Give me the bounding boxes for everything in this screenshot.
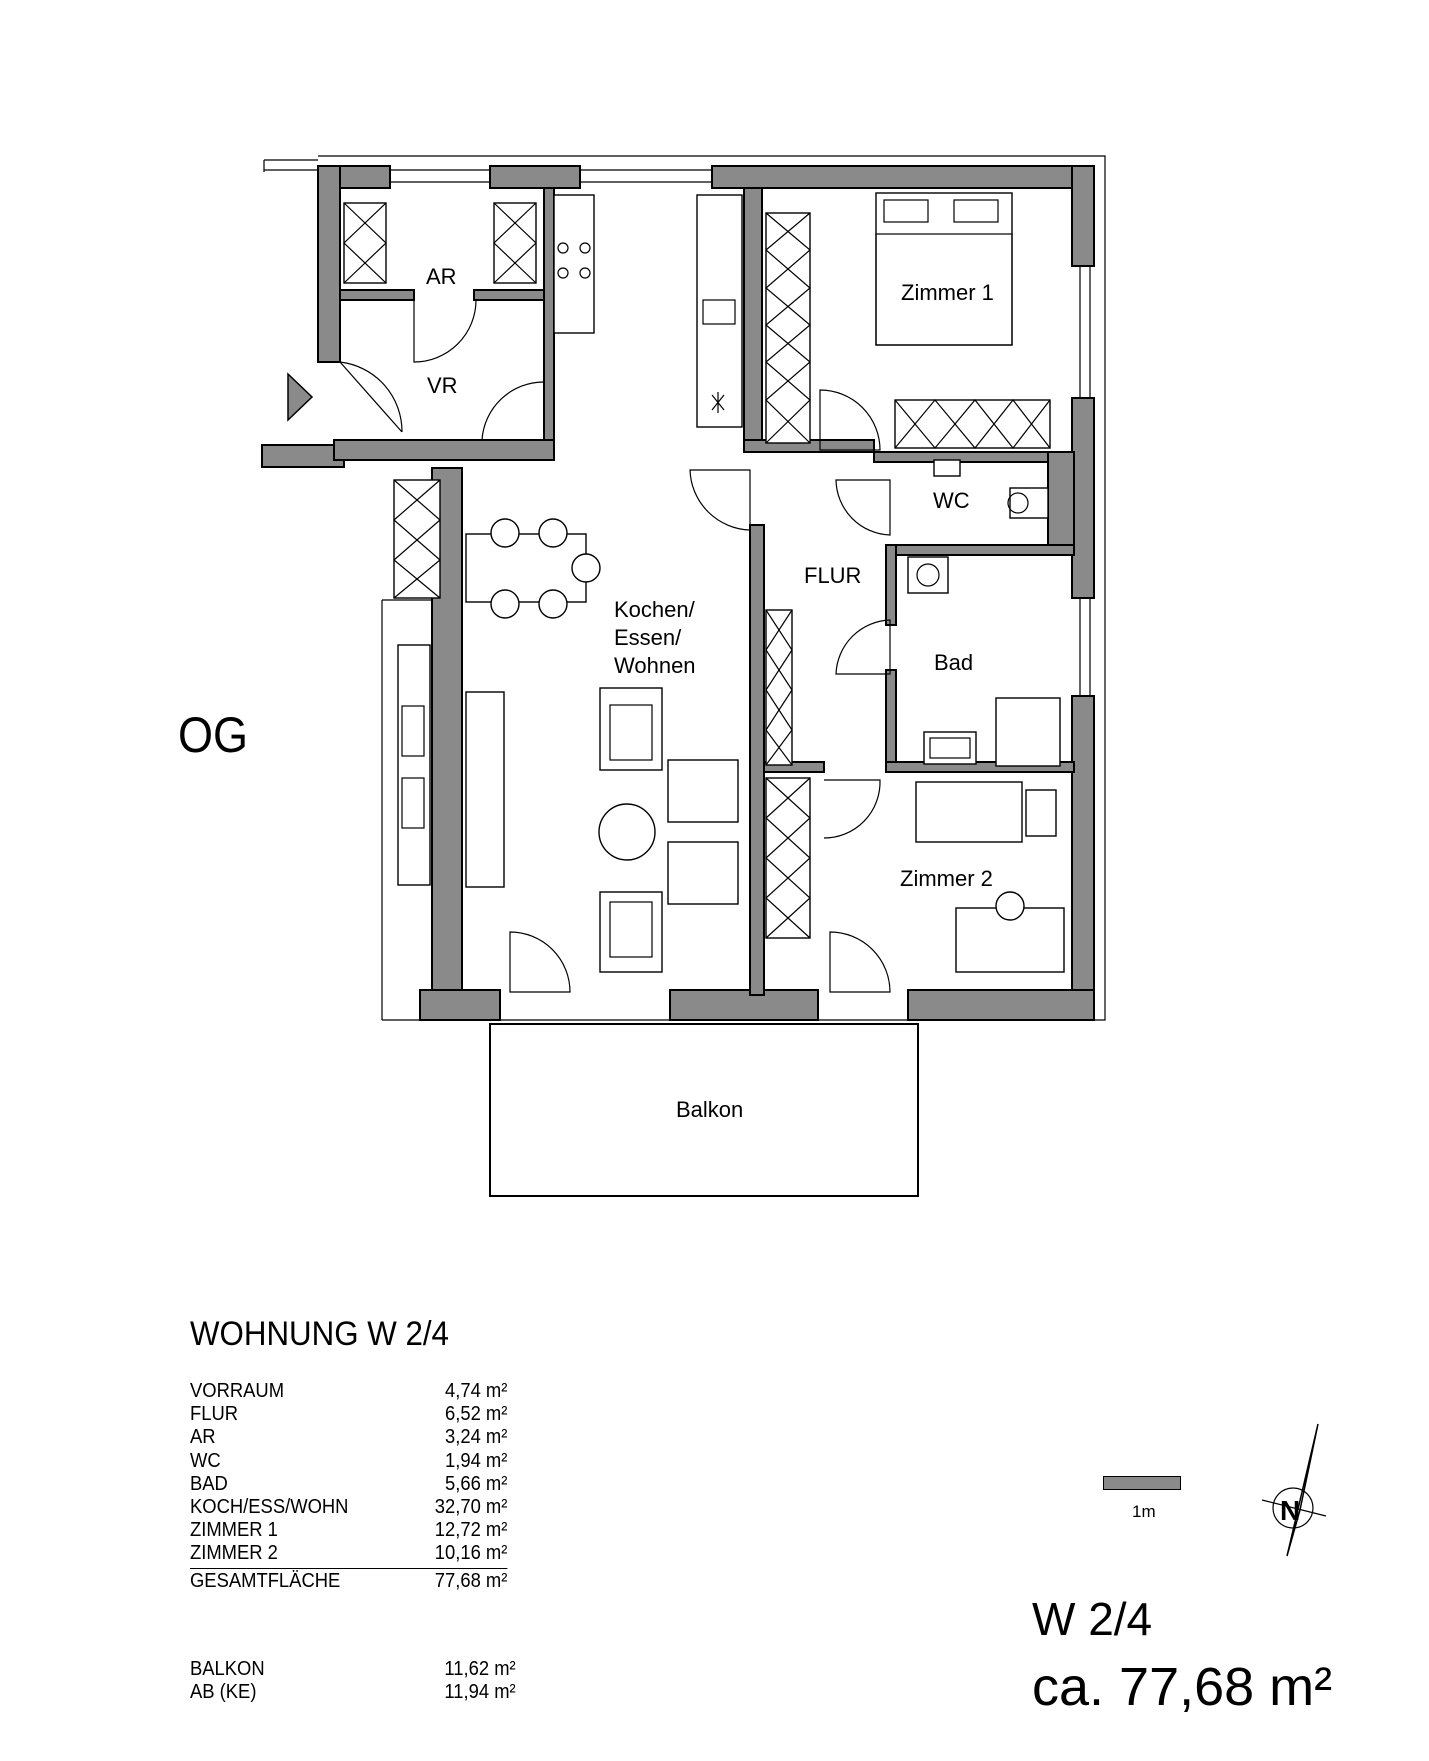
shelf-hall	[393, 479, 441, 599]
floor-label: OG	[178, 707, 249, 763]
room-label-kochen-2: Essen/	[614, 625, 682, 650]
bath-fixtures	[907, 556, 1061, 767]
unit-area: ca. 77,68 m²	[1032, 1657, 1333, 1717]
schedule-title: WOHNUNG W 2/4	[190, 1315, 449, 1353]
unit-name: W 2/4	[1032, 1593, 1153, 1645]
entrance-arrow-icon	[287, 372, 314, 422]
room-label-kochen-3: Wohnen	[614, 653, 696, 678]
bed-double	[875, 192, 1013, 346]
exterior-walls	[261, 165, 1095, 1021]
room-label-flur: FLUR	[804, 563, 861, 588]
windows	[390, 169, 1091, 696]
svg-text:N: N	[1280, 1495, 1300, 1526]
scale-label: 1m	[1132, 1502, 1156, 1521]
room-label-wc: WC	[933, 488, 970, 513]
storage-units	[343, 202, 1051, 939]
balcony-outline	[489, 1023, 919, 1197]
doors	[339, 299, 891, 993]
scale-bar	[1103, 1476, 1181, 1490]
wc-fixtures	[933, 459, 1049, 519]
kitchen-fixtures	[553, 194, 743, 428]
wardrobe-flur	[765, 609, 793, 766]
north-arrow-icon: N	[1261, 1423, 1327, 1557]
room-label-zimmer2: Zimmer 2	[900, 866, 993, 891]
schedule-row: AB (KE)11,94 m²	[190, 1681, 516, 1704]
wardrobe-zimmer1	[765, 212, 811, 444]
room-label-bad: Bad	[934, 650, 973, 675]
interior-walls	[333, 187, 1075, 996]
room-label-balkon: Balkon	[676, 1097, 743, 1122]
wardrobe-zimmer1-bottom	[894, 399, 1051, 449]
shelf-ar-left	[343, 202, 387, 284]
wardrobe-zimmer2	[765, 777, 811, 939]
room-label-vr: VR	[427, 373, 458, 398]
room-label-kochen-1: Kochen/	[614, 597, 696, 622]
zimmer2-furniture	[915, 781, 1065, 973]
room-label-zimmer1: Zimmer 1	[901, 280, 994, 305]
shelf-ar-right	[493, 202, 537, 284]
living-furniture	[397, 518, 739, 973]
room-label-ar: AR	[426, 264, 457, 289]
